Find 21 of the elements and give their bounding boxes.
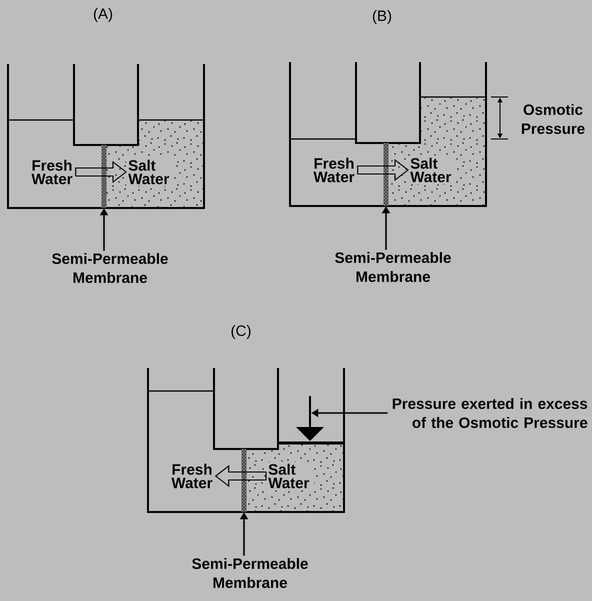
panel-label: (A) [94,8,112,22]
flow-arrow [214,464,267,488]
force-arrow [296,396,324,441]
water-label: Fresh Water [168,462,216,490]
water-label: Salt Water [408,156,456,184]
panel-label: (C) [232,325,250,339]
annotation-text: Semi-Permeable Membrane [47,251,173,285]
water-label: Fresh Water [310,156,358,184]
panel-label: (B) [372,10,392,24]
membrane [242,449,246,512]
membrane [384,143,388,206]
annotation-text: Pressure exerted in excess of the Osmotic Pressure [388,396,590,430]
water-label: Fresh Water [28,158,76,186]
membrane [102,145,106,208]
annotation-text: Semi-Permeable Membrane [187,556,313,590]
flow-arrow [75,160,127,184]
water-label: Salt Water [126,158,174,186]
annotation-text: Semi-Permeable Membrane [330,250,456,284]
annotation-text: Osmotic Pressure [522,104,585,134]
water-label: Salt Water [266,462,314,490]
flow-arrow [357,158,409,182]
